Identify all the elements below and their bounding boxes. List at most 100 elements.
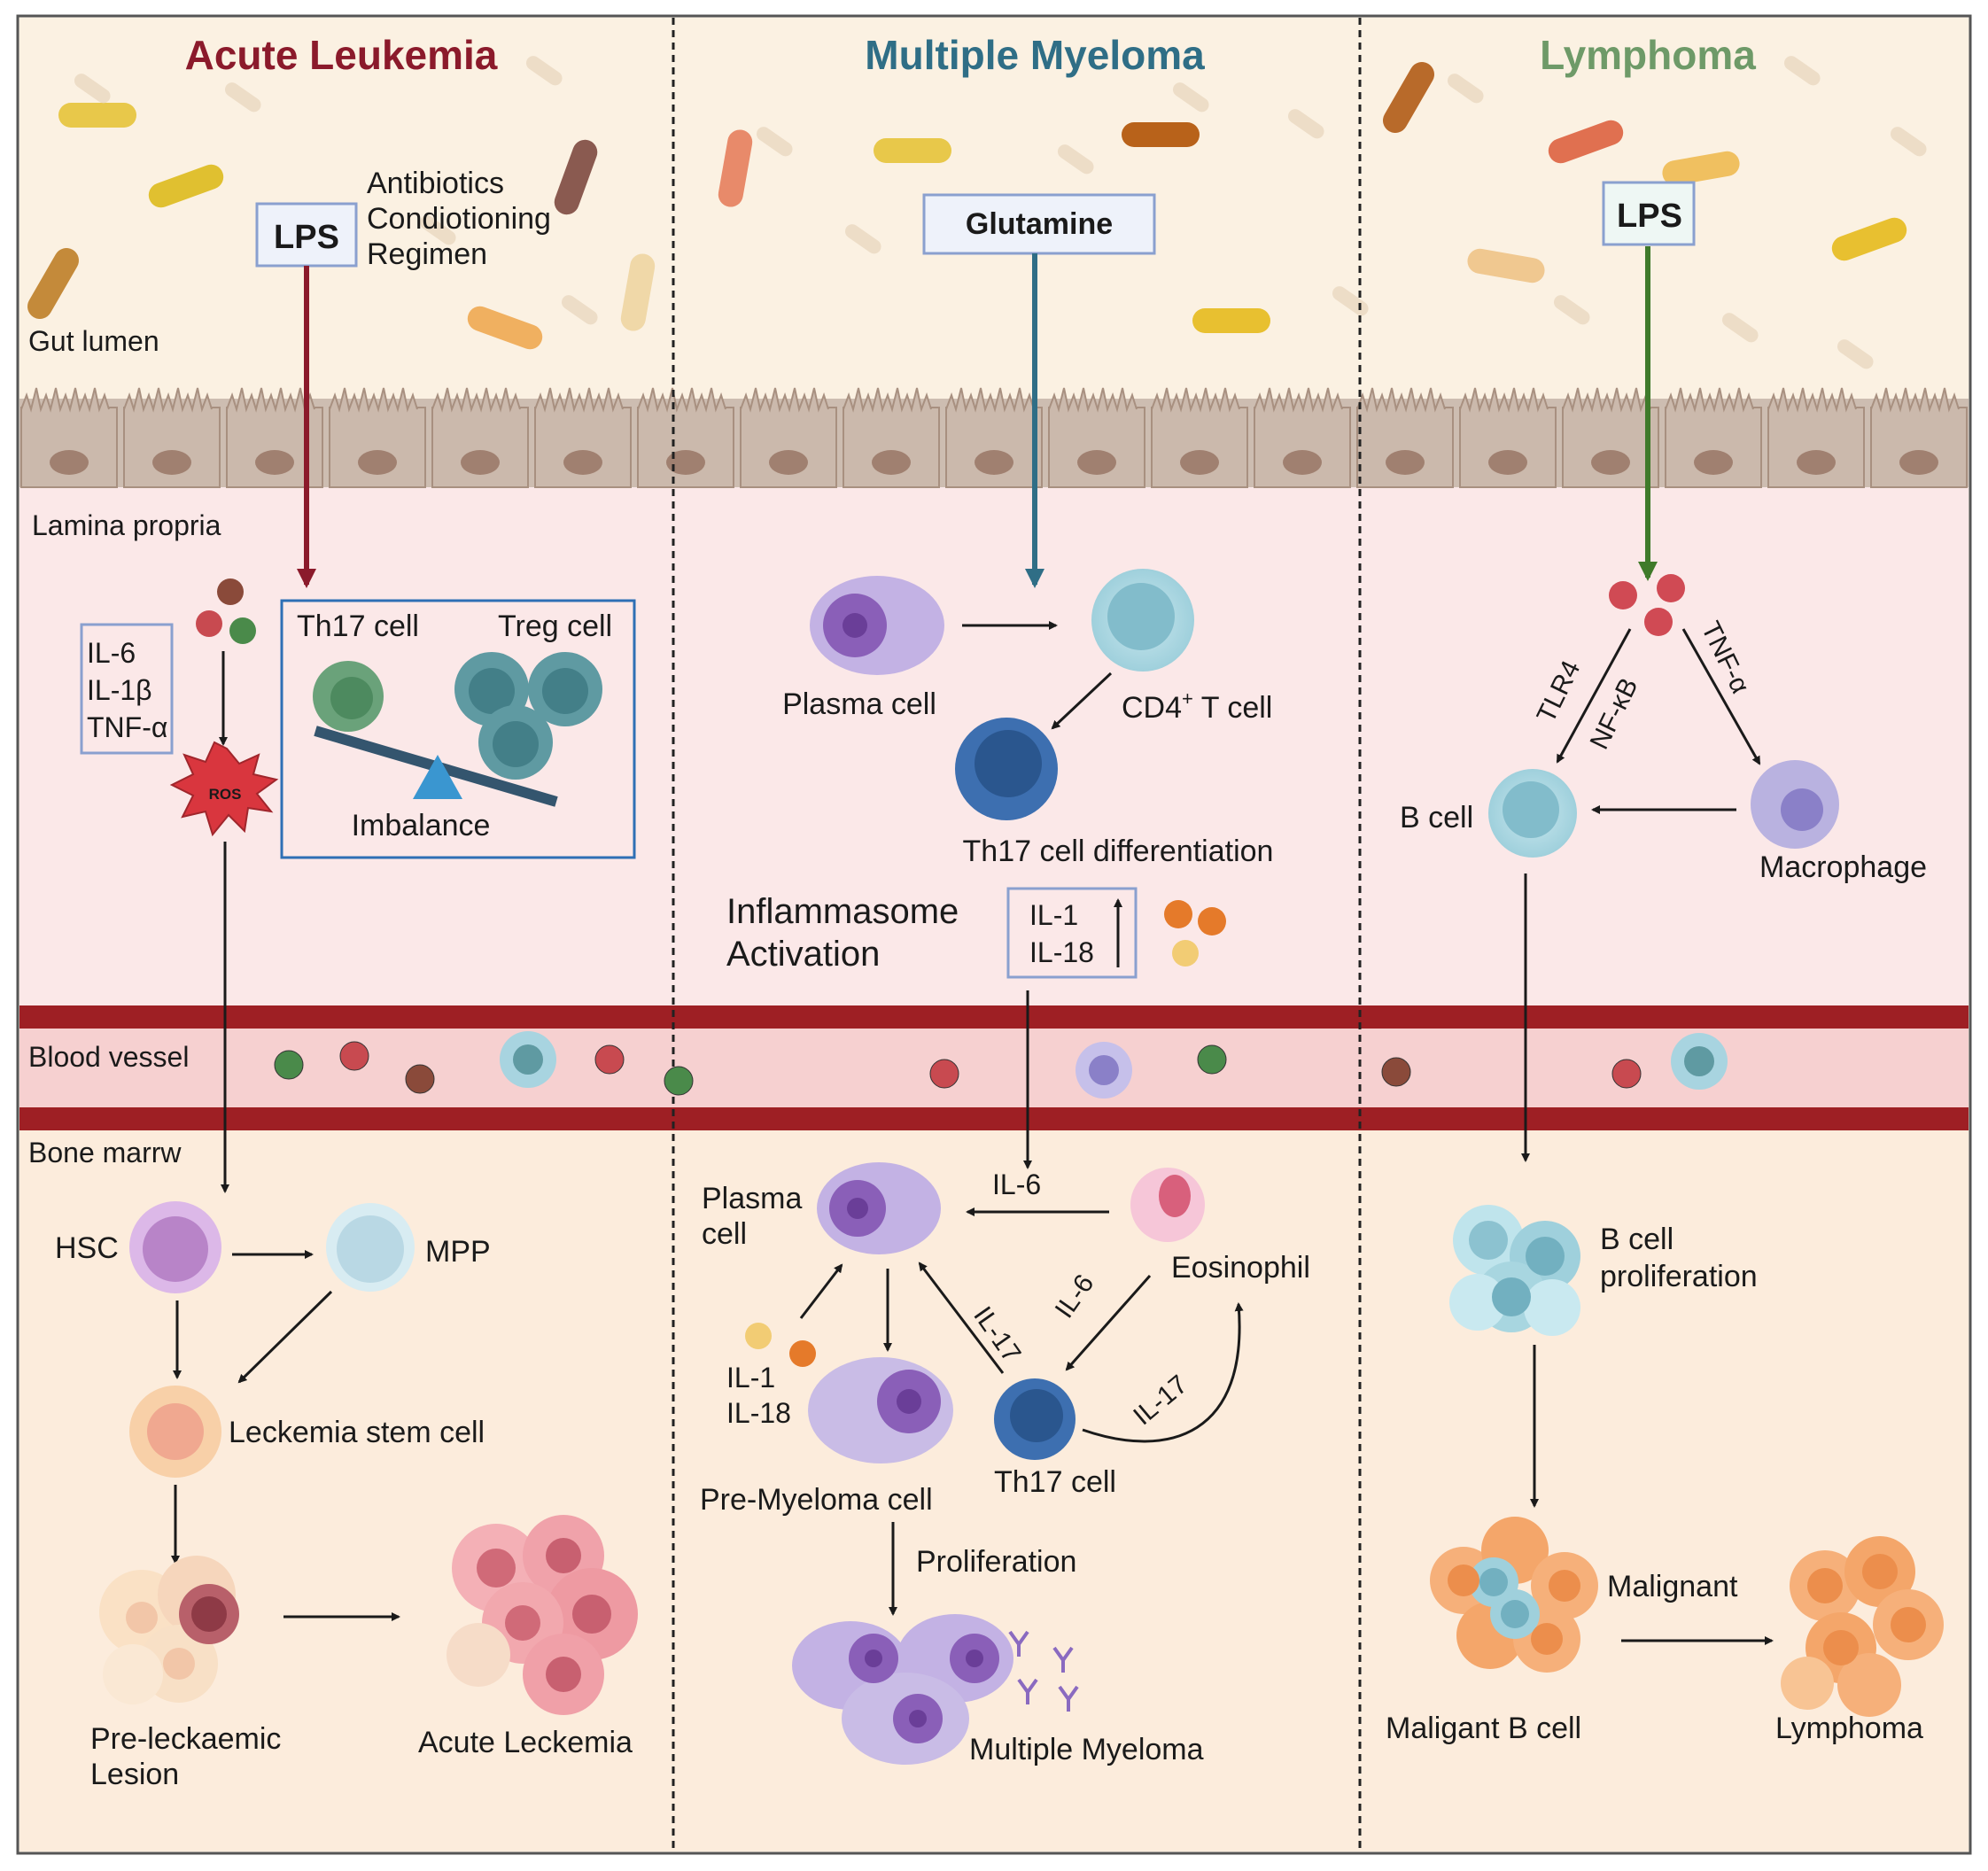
bacterium (1662, 151, 1740, 186)
acute-leukemia-label: Acute Leckemia (418, 1726, 633, 1759)
mpp-label: MPP (425, 1235, 491, 1269)
blood-cell (664, 1066, 694, 1096)
cytokine-dot (196, 610, 222, 637)
bacterium (620, 253, 656, 331)
arrow-lps-bcell (1556, 628, 1632, 764)
bacterium (561, 295, 598, 325)
arrow-cd4-th17 (1051, 672, 1113, 730)
cd4-label-base: CD4 (1122, 691, 1182, 725)
arrow-th17-plasma (918, 1262, 1005, 1374)
bacterium (1122, 122, 1200, 147)
layer-label-lamina-propria: Lamina propria (32, 509, 221, 541)
bacterium (419, 215, 456, 245)
myeloma-cluster (792, 1614, 1013, 1765)
arrow-eos-th17 (1065, 1275, 1152, 1371)
th17-bm-label: Th17 cell (994, 1465, 1116, 1499)
bprolif-label-1: B cell (1600, 1223, 1673, 1256)
b-cell-proliferation-cluster (1449, 1205, 1580, 1336)
epithelial-cell (1151, 387, 1248, 488)
ros-burst (169, 741, 279, 837)
il6-top-label: IL-6 (992, 1168, 1041, 1200)
bacterium (148, 164, 224, 208)
blood-cell (274, 1050, 304, 1080)
cytokine-dot (1172, 940, 1199, 967)
epithelial-cell (1562, 387, 1659, 488)
multiple-myeloma-column: Glutamine Plasma cell CD4+ T cell Th17 c… (700, 193, 1310, 1766)
cytokine-dot (789, 1340, 816, 1367)
epithelial-cells (20, 387, 1968, 488)
cytokine-dot (1644, 608, 1673, 636)
cytokine-box (80, 623, 174, 755)
blood-cell (339, 1041, 369, 1071)
bacterium (1287, 109, 1324, 139)
blood-cell (1611, 1059, 1642, 1089)
bacterium (74, 74, 111, 104)
cytokine-dot (745, 1323, 772, 1349)
bacterium (1172, 82, 1209, 113)
epithelial-cell (1665, 387, 1762, 488)
cytokine-il1b: IL-1β (87, 674, 152, 706)
bm-plasma-chromatin (847, 1198, 868, 1219)
eosinophil-nucleus (1159, 1175, 1191, 1217)
epithelial-cell (1254, 387, 1351, 488)
epithelial-cell (534, 387, 632, 488)
epithelial-cell (1048, 387, 1145, 488)
vessel-wall-top (19, 1005, 1969, 1029)
b-cell-nucleus (1503, 781, 1559, 838)
bacterium (525, 56, 563, 86)
vessel-wall-bottom (19, 1107, 1969, 1130)
epithelial-cell (20, 387, 118, 488)
cytokine-dot (217, 578, 244, 605)
cytokine-dot (1609, 581, 1637, 609)
vessel-cells (274, 1031, 1728, 1099)
title-multiple-myeloma: Multiple Myeloma (865, 32, 1205, 78)
bprolif-label-2: proliferation (1600, 1260, 1758, 1293)
treg-nucleus (542, 668, 588, 714)
th17-diff-nucleus (975, 730, 1042, 797)
bacterium (844, 224, 881, 254)
pre-leukaemic-lesion-cluster (99, 1556, 239, 1704)
th17-bm-nucleus (1010, 1389, 1063, 1442)
arrow-th17-eos (1082, 1302, 1244, 1443)
epithelial-cell (740, 387, 837, 488)
lymphoma-label: Lymphoma (1775, 1712, 1923, 1745)
immune-cell-nucleus (1684, 1046, 1714, 1076)
epithelial-cell (1767, 387, 1865, 488)
lsc-nucleus (147, 1403, 204, 1460)
macrophage-label: Macrophage (1759, 850, 1927, 884)
il-box-il1: IL-1 (1029, 899, 1078, 931)
blood-cell (929, 1059, 959, 1089)
seesaw-fulcrum (413, 755, 462, 799)
blood-vessel (19, 1005, 1969, 1130)
bacterium (1831, 217, 1907, 261)
epithelial-cell (329, 387, 426, 488)
treatment-line-3: Regimen (367, 237, 487, 271)
arrow-lps-macrophage (1681, 628, 1761, 765)
lps-label-left: LPS (274, 219, 339, 256)
mpp-nucleus (337, 1215, 404, 1283)
arrow-mpp-lsc (237, 1290, 333, 1384)
blood-cell (1381, 1057, 1411, 1087)
title-acute-leukemia: Acute Leukemia (185, 32, 498, 78)
epithelial-cell (431, 387, 529, 488)
treatment-line-2: Condiotioning (367, 202, 551, 236)
layer-label-gut-lumen: Gut lumen (28, 325, 159, 357)
lps-label-right: LPS (1617, 198, 1682, 235)
blood-cell (405, 1064, 435, 1094)
bacterium (1548, 120, 1624, 164)
bacterium (58, 103, 136, 128)
epithelial-cell (1356, 387, 1454, 488)
pre-lesion-label-2: Lesion (90, 1758, 179, 1791)
bacterium (1383, 62, 1434, 133)
cytokine-dot (1657, 574, 1685, 602)
bacterium (1890, 127, 1927, 157)
proliferation-label: Proliferation (916, 1545, 1076, 1579)
il-box (1006, 887, 1138, 979)
bcell-label: B cell (1400, 801, 1473, 835)
cytokine-dot (229, 617, 256, 644)
th17-label: Th17 cell (297, 609, 419, 643)
th17-treg-box (280, 599, 636, 859)
treg-nucleus (493, 721, 539, 767)
malignant-label: Malignant (1607, 1570, 1738, 1603)
